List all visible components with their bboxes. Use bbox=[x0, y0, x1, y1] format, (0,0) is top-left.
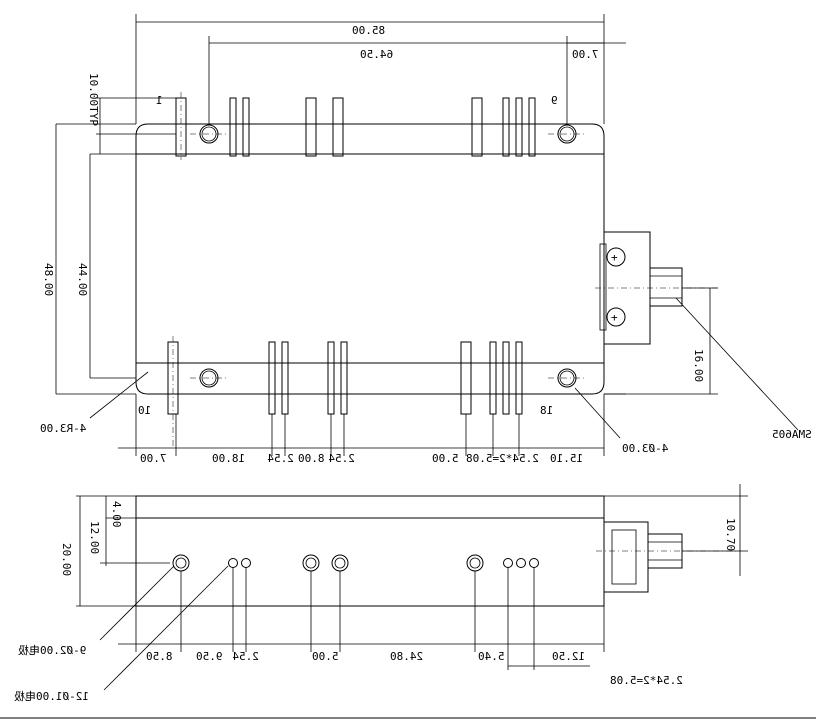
side-pin-holes bbox=[172, 554, 539, 572]
note-9-electrodes: 9-Ø2.00电极 bbox=[18, 643, 86, 657]
dim-side-254: 2.54 bbox=[232, 650, 259, 663]
sma-connector-side bbox=[596, 521, 740, 593]
dim-side-1250: 12.50 bbox=[552, 650, 585, 663]
dim-pin-typ: 10.00TYP bbox=[87, 73, 100, 126]
dim-bottom-254a: 2.54 bbox=[267, 452, 294, 465]
dim-bottom-7: 7.00 bbox=[140, 452, 167, 465]
top-pin-row bbox=[175, 92, 536, 160]
dim-height-44: 44.00 bbox=[76, 263, 89, 296]
mounting-hole-top-right bbox=[548, 124, 586, 144]
dim-span-64: 64.50 bbox=[360, 48, 393, 61]
dim-side-4: 4.00 bbox=[110, 501, 123, 528]
dim-side-950: 9.50 bbox=[196, 650, 223, 663]
dim-side-850: 8.50 bbox=[146, 650, 173, 663]
dim-side-254x2: 2.54*2=5.08 bbox=[610, 674, 683, 687]
top-view: + + 85.00 64.50 7.00 bbox=[40, 14, 812, 465]
side-view: 20.00 12.00 4.00 10.70 9-Ø2.00电极 12-Ø1.0… bbox=[14, 484, 748, 703]
dim-bottom-254x2: 2.54*2=5.08 bbox=[466, 452, 539, 465]
dim-bottom-254b: 2.54 bbox=[328, 452, 355, 465]
top-dimension-lines bbox=[55, 14, 799, 456]
note-12-electrodes: 12-Ø1.00电极 bbox=[14, 689, 89, 703]
dim-side-540: 5.40 bbox=[478, 650, 505, 663]
bottom-pin-row bbox=[167, 336, 523, 448]
dim-bottom-18: 18.00 bbox=[212, 452, 245, 465]
side-dimension-lines bbox=[76, 484, 748, 691]
dim-right-7: 7.00 bbox=[572, 48, 599, 61]
sma-connector-top: + + bbox=[595, 231, 718, 345]
dim-side-2480: 24.80 bbox=[390, 650, 423, 663]
svg-text:+: + bbox=[611, 251, 618, 264]
module-body-outline bbox=[135, 123, 605, 395]
dim-side-10: 10.70 bbox=[724, 518, 737, 551]
pin-label-18: 18 bbox=[540, 404, 553, 417]
dim-height-48: 48.00 bbox=[42, 263, 55, 296]
mounting-hole-top-left bbox=[190, 124, 228, 144]
mounting-hole-bottom-left bbox=[190, 368, 228, 388]
dim-side-20: 20.00 bbox=[60, 543, 73, 576]
dim-bottom-8: 8.00 bbox=[298, 452, 325, 465]
dim-side-12: 12.00 bbox=[88, 521, 101, 554]
dim-side-5: 5.00 bbox=[312, 650, 339, 663]
dim-bottom-5: 5.00 bbox=[432, 452, 459, 465]
pin-label-9: 9 bbox=[551, 94, 558, 107]
connector-label: SMA605 bbox=[772, 428, 812, 441]
dim-hole-dia: 4-Ø3.00 bbox=[622, 442, 668, 455]
dim-corner-radius: 4-R3.00 bbox=[40, 422, 86, 435]
mounting-hole-bottom-right bbox=[548, 368, 586, 388]
dim-width-85: 85.00 bbox=[352, 24, 385, 37]
dim-bottom-15: 15.10 bbox=[550, 452, 583, 465]
dim-right-16: 16.00 bbox=[692, 349, 705, 382]
pin-label-10: 10 bbox=[138, 404, 151, 417]
pin-label-1: 1 bbox=[156, 94, 163, 107]
svg-text:+: + bbox=[611, 311, 618, 324]
